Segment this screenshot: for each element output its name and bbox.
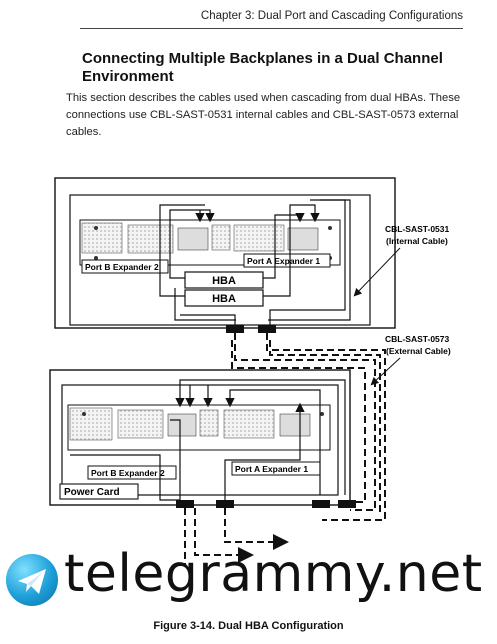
power-card-label: Power Card bbox=[64, 487, 120, 498]
section-body: This section describes the cables used w… bbox=[66, 92, 461, 138]
watermark-text: telegrammy.net bbox=[64, 544, 483, 604]
bottom-enclosure: Port B Expander 2 Port A Expander 1 Powe… bbox=[49, 369, 356, 508]
internal-cable-desc: (Internal Cable) bbox=[386, 236, 448, 246]
diagram-svg: Port B Expander 2 Port A Expander 1 HBA … bbox=[49, 177, 451, 565]
section-title: Connecting Multiple Backplanes in a Dual… bbox=[82, 50, 443, 85]
bottom-connector-1 bbox=[176, 500, 194, 508]
cabling-diagram: Port B Expander 2 Port A Expander 1 HBA … bbox=[0, 170, 497, 570]
top-hba-1-label: HBA bbox=[212, 275, 236, 287]
chapter-title: Chapter 3: Dual Port and Cascading Confi… bbox=[200, 10, 463, 22]
external-cable-callout: CBL-SAST-0573 (External Cable) bbox=[370, 334, 451, 386]
paper-plane-icon bbox=[6, 554, 58, 606]
watermark: telegrammy.net bbox=[0, 544, 497, 618]
header-rule bbox=[80, 28, 463, 29]
downstream-cables bbox=[184, 508, 289, 565]
figure-caption: Figure 3-14. Dual HBA Configuration bbox=[153, 620, 344, 632]
page-header: Chapter 3: Dual Port and Cascading Confi… bbox=[0, 8, 497, 32]
top-hba-2-label: HBA bbox=[212, 293, 236, 305]
top-enclosure: Port B Expander 2 Port A Expander 1 HBA … bbox=[54, 177, 396, 333]
bottom-connector-4 bbox=[338, 500, 356, 508]
top-port-b-label: Port B Expander 2 bbox=[85, 262, 159, 272]
external-cables bbox=[231, 333, 386, 521]
internal-cable-name: CBL-SAST-0531 bbox=[385, 224, 450, 234]
bottom-port-b-label: Port B Expander 2 bbox=[91, 468, 165, 478]
internal-cable-callout: CBL-SAST-0531 (Internal Cable) bbox=[353, 224, 450, 297]
top-connector-2 bbox=[258, 325, 276, 333]
external-cable-desc: (External Cable) bbox=[386, 346, 451, 356]
bottom-connector-3 bbox=[312, 500, 330, 508]
bottom-port-a-label: Port A Expander 1 bbox=[235, 464, 308, 474]
top-port-a-label: Port A Expander 1 bbox=[247, 256, 320, 266]
external-cable-name: CBL-SAST-0573 bbox=[385, 334, 450, 344]
top-connector-1 bbox=[226, 325, 244, 333]
bottom-connector-2 bbox=[216, 500, 234, 508]
